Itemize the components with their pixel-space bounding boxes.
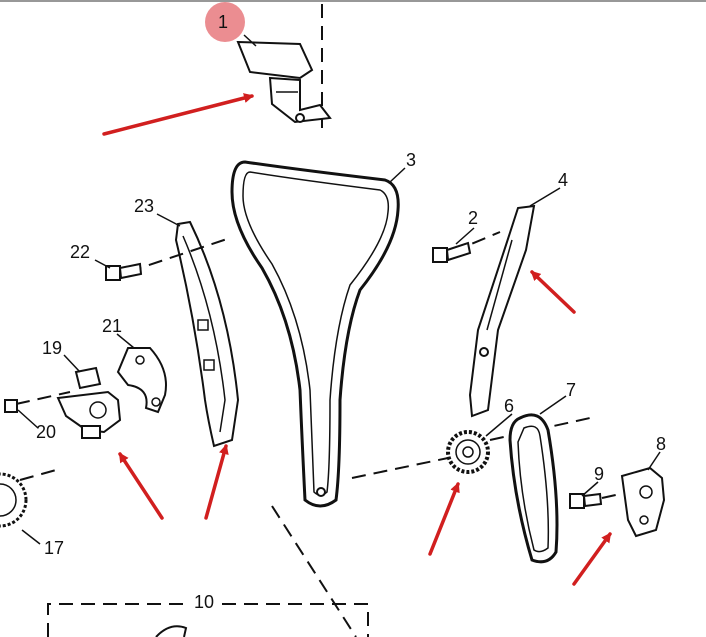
callout-8: 8 bbox=[656, 434, 666, 454]
part-17-sprocket bbox=[0, 469, 57, 528]
part-9-bolt bbox=[569, 492, 621, 509]
part-21-gasket bbox=[116, 347, 167, 414]
part-23-tensioner-rail bbox=[174, 220, 240, 448]
part-8-tensioner bbox=[620, 466, 666, 538]
arrow-to-part-4 bbox=[530, 270, 576, 314]
arrow-to-part-23 bbox=[204, 444, 229, 520]
part-2-bolt bbox=[432, 231, 501, 263]
callout-20: 20 bbox=[36, 422, 56, 442]
red-arrows bbox=[102, 93, 612, 586]
callout-3: 3 bbox=[406, 150, 416, 170]
arrow-to-part-1 bbox=[102, 93, 254, 136]
callout-1: 1 bbox=[218, 12, 228, 32]
callout-19: 19 bbox=[42, 338, 62, 358]
arrow-to-part-6 bbox=[428, 482, 460, 556]
arrow-to-part-19 bbox=[118, 452, 164, 520]
arrow-to-part-8 bbox=[572, 532, 612, 586]
part-3-timing-chain bbox=[230, 160, 400, 508]
part-7-chain bbox=[508, 413, 559, 564]
callout-22: 22 bbox=[70, 242, 90, 262]
callout-9: 9 bbox=[594, 464, 604, 484]
callout-21: 21 bbox=[102, 316, 122, 336]
callout-23: 23 bbox=[134, 196, 154, 216]
part-10-dashed-box bbox=[47, 505, 369, 637]
callout-2: 2 bbox=[468, 208, 478, 228]
callout-6: 6 bbox=[504, 396, 514, 416]
callout-10: 10 bbox=[194, 592, 214, 612]
callout-17: 17 bbox=[44, 538, 64, 558]
part-19-tensioner bbox=[4, 366, 122, 439]
part-4-chain-guide bbox=[468, 204, 536, 418]
callout-7: 7 bbox=[566, 380, 576, 400]
callout-1-highlight bbox=[205, 2, 245, 42]
part-22-bolt bbox=[105, 237, 231, 281]
part-1-bracket bbox=[236, 40, 332, 124]
callout-4: 4 bbox=[558, 170, 568, 190]
leader-lines bbox=[17, 34, 661, 545]
